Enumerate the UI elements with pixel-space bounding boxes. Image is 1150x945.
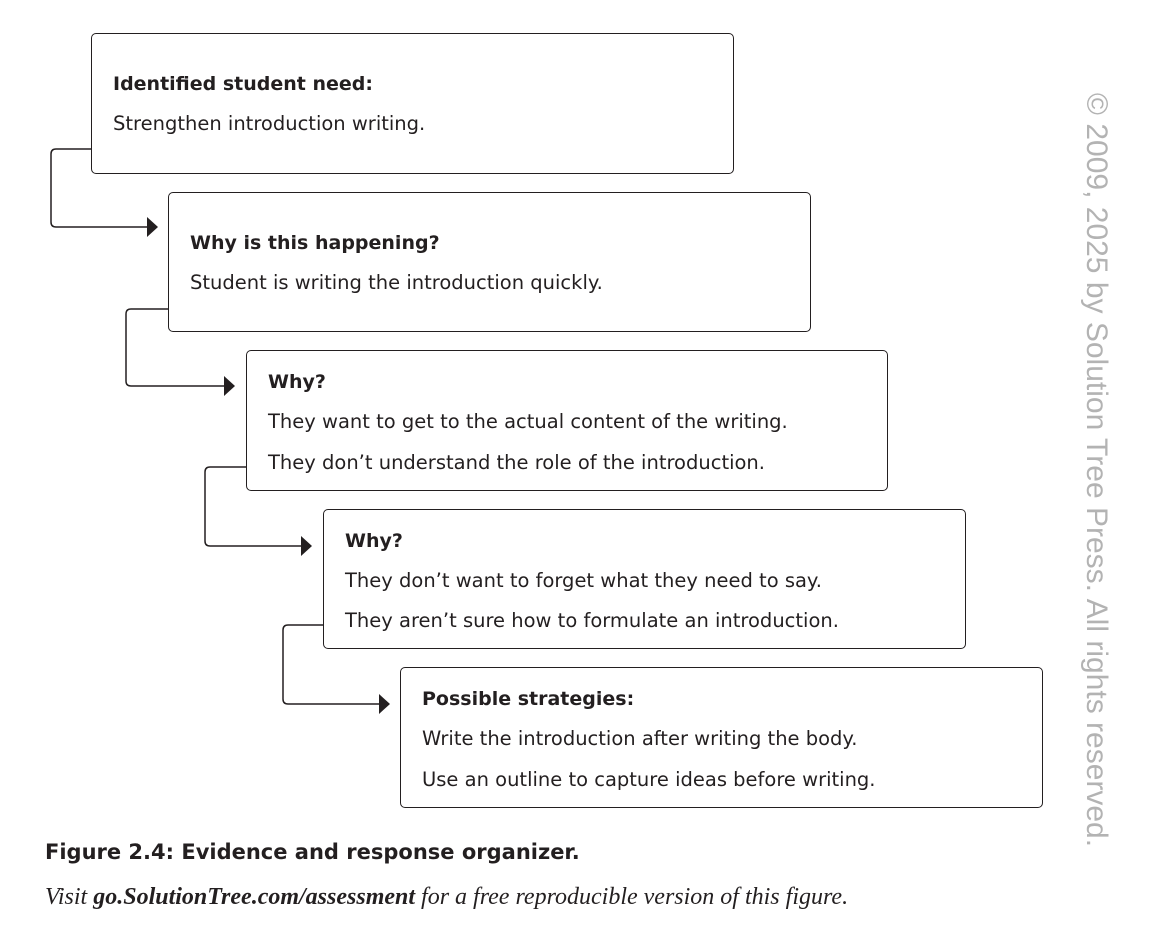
arrowhead-icon xyxy=(379,694,390,714)
box-heading: Why? xyxy=(345,530,403,552)
box-why-2: Why? They don’t want to forget what they… xyxy=(323,509,966,649)
visit-suffix: for a free reproducible version of this … xyxy=(415,884,849,910)
visit-prefix: Visit xyxy=(45,884,94,910)
box-text-line: Write the introduction after writing the… xyxy=(422,727,858,750)
box-text-line: Strengthen introduction writing. xyxy=(113,112,426,135)
connector-line-1 xyxy=(50,148,147,228)
box-heading: Why is this happening? xyxy=(190,232,440,254)
box-text-line: Student is writing the introduction quic… xyxy=(190,271,603,294)
arrowhead-icon xyxy=(301,536,312,556)
box-text-line: They aren’t sure how to formulate an int… xyxy=(345,609,839,632)
box-heading: Possible strategies: xyxy=(422,688,635,710)
box-identified-need: Identified student need: Strengthen intr… xyxy=(91,33,734,174)
connector-line-2 xyxy=(125,308,224,387)
visit-note: Visit go.SolutionTree.com/assessment for… xyxy=(45,884,848,911)
box-heading: Why? xyxy=(268,371,326,393)
box-possible-strategies: Possible strategies: Write the introduct… xyxy=(400,667,1043,808)
box-heading: Identified student need: xyxy=(113,73,373,95)
arrowhead-icon xyxy=(224,376,235,396)
connector-line-4 xyxy=(282,624,379,705)
connector-line-3 xyxy=(204,466,301,547)
box-text-line: They want to get to the actual content o… xyxy=(268,410,788,433)
box-text-line: Use an outline to capture ideas before w… xyxy=(422,768,876,791)
box-why-happening: Why is this happening? Student is writin… xyxy=(168,192,811,332)
figure-caption: Figure 2.4: Evidence and response organi… xyxy=(45,840,580,864)
arrowhead-icon xyxy=(147,217,158,237)
box-text-line: They don’t understand the role of the in… xyxy=(268,451,765,474)
visit-url: go.SolutionTree.com/assessment xyxy=(93,884,416,910)
copyright-watermark: © 2009, 2025 by Solution Tree Press. All… xyxy=(1080,92,1113,848)
box-text-line: They don’t want to forget what they need… xyxy=(345,569,822,592)
box-why-1: Why? They want to get to the actual cont… xyxy=(246,350,888,491)
